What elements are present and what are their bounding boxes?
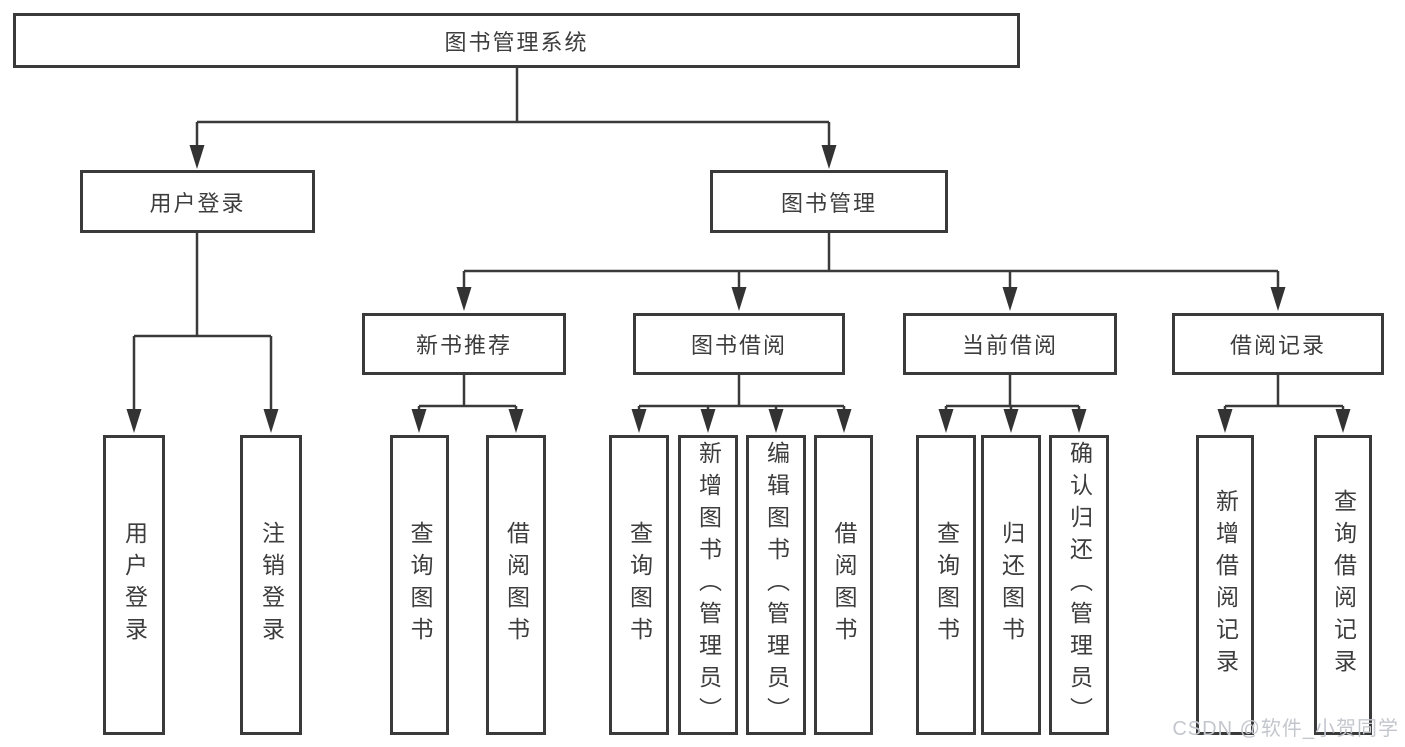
arrow-down-icon [126,409,142,433]
node-new-book-recommendation: 新书推荐 [362,313,566,375]
arrow-down-icon [1270,287,1286,311]
node-label: 查询借阅记录 [1330,489,1357,681]
node-label: 归还图书 [998,521,1025,649]
node-label: 编辑图书（管理员） [763,441,790,729]
arrow-down-icon [1002,287,1018,311]
leaf-records-query-borrow-record: 查询借阅记录 [1314,435,1372,735]
leaf-logout: 注销登录 [240,435,302,735]
connector-book-mgmt-to-level3 [462,233,1280,292]
connector-borrow-records-to-leaves [1223,375,1345,414]
leaf-new-book-rec-query-books: 查询图书 [390,435,449,735]
node-label: 新增借阅记录 [1212,489,1239,681]
arrow-down-icon [938,409,954,433]
leaf-book-borrow-borrow-books: 借阅图书 [814,435,873,735]
arrow-down-icon [189,145,205,169]
arrowheads-level3 [456,287,1286,311]
arrow-down-icon [1071,409,1087,433]
leaf-user-login: 用户登录 [103,435,165,735]
arrow-down-icon [1217,409,1233,433]
arrowheads-level2 [189,145,837,169]
node-label: 新增图书（管理员） [695,441,722,729]
csdn-watermark: CSDN @软件_小贺同学 [1172,718,1399,740]
leaf-book-borrow-edit-books-admin: 编辑图书（管理员） [746,435,806,735]
leaf-new-book-rec-borrow-books: 借阅图书 [486,435,546,735]
arrow-down-icon [508,409,524,433]
node-label: 借阅图书 [831,521,857,649]
node-label: 当前借阅 [961,333,1058,358]
leaf-current-borrow-return-books: 归还图书 [981,435,1041,735]
node-label: 查询图书 [933,521,960,649]
node-label: 查询图书 [626,521,653,649]
arrow-down-icon [731,287,747,311]
leaf-current-borrow-query-books: 查询图书 [916,435,976,735]
arrow-down-icon [1003,409,1019,433]
node-user-login: 用户登录 [80,170,315,233]
node-book-borrowing: 图书借阅 [633,313,845,375]
arrow-down-icon [768,409,784,433]
arrow-down-icon [821,145,837,169]
node-label: 查询图书 [407,521,433,649]
arrow-down-icon [1335,409,1351,433]
leaf-book-borrow-query-books: 查询图书 [609,435,669,735]
arrow-down-icon [263,409,279,433]
node-label: 新书推荐 [415,333,512,358]
node-label: 图书管理系统 [444,29,589,55]
arrow-down-icon [836,409,852,433]
connector-new-book-rec-to-leaves [417,375,518,414]
node-borrowing-records: 借阅记录 [1172,313,1384,375]
arrow-down-icon [411,409,427,433]
arrowheads-leaves [126,409,1351,433]
node-label: 注销登录 [258,521,285,649]
arrow-down-icon [700,409,716,433]
arrow-down-icon [456,287,472,311]
node-label: 确认归还（管理员） [1066,441,1093,729]
node-book-management: 图书管理 [710,170,948,233]
node-label: 图书借阅 [690,333,787,358]
arrow-down-icon [631,409,647,433]
connector-user-login-to-leaves [132,233,273,414]
node-label: 借阅图书 [503,521,530,649]
node-label: 图书管理 [780,190,877,216]
node-label: 用户登录 [149,190,246,216]
connector-book-borrow-to-leaves [637,375,846,414]
connector-root-to-level2 [195,68,831,150]
connector-current-borrow-to-leaves [944,375,1081,414]
node-label: 借阅记录 [1229,333,1326,358]
leaf-records-add-borrow-record: 新增借阅记录 [1196,435,1254,735]
leaf-current-borrow-confirm-return-admin: 确认归还（管理员） [1049,435,1109,735]
node-label: 用户登录 [121,521,148,649]
node-library-management-system: 图书管理系统 [13,13,1020,68]
leaf-book-borrow-add-books-admin: 新增图书（管理员） [678,435,738,735]
node-current-borrowing: 当前借阅 [903,313,1117,375]
